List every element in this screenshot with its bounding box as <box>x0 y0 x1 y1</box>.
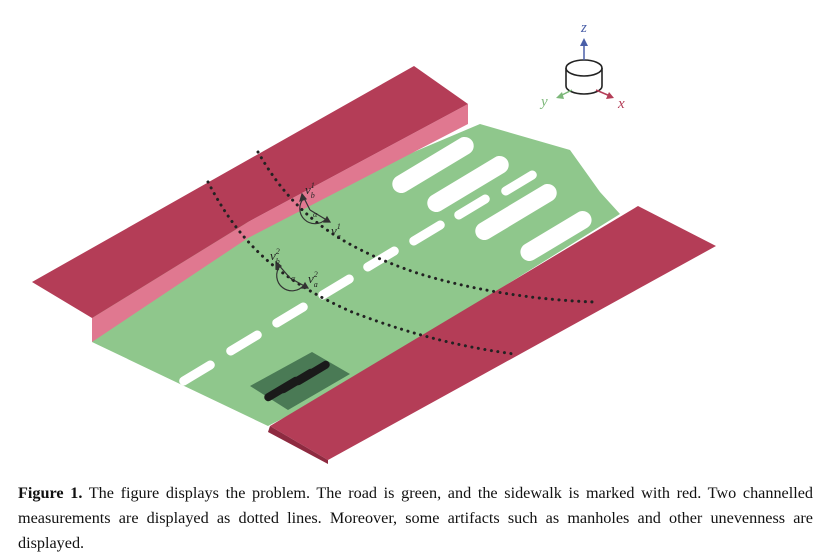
bottom-sidewalk-edge <box>268 426 328 464</box>
figure-caption: Figure 1. The figure displays the proble… <box>18 481 813 556</box>
label-angle-2: α <box>291 274 296 283</box>
crosswalk-stripe <box>475 183 557 241</box>
measurement-line-2 <box>206 180 516 356</box>
crosswalk-stripe <box>427 155 509 213</box>
crosswalk-stripe <box>392 136 474 194</box>
lane-dash <box>409 220 445 246</box>
vectors-2 <box>275 260 310 292</box>
crosswalk-stripe <box>520 211 592 261</box>
y-axis-label: y <box>539 94 548 110</box>
label-angle-1: α <box>313 210 318 219</box>
vectors-1 <box>299 192 332 225</box>
manhole <box>250 352 350 410</box>
top-sidewalk <box>32 66 468 318</box>
y-axis-arrowhead <box>556 92 564 99</box>
manhole-slot <box>294 360 330 386</box>
angle-arc-1 <box>299 197 327 225</box>
measurement-lines <box>206 150 596 356</box>
z-axis-arrowhead <box>580 38 588 46</box>
label-vb2: vb2 <box>270 247 280 266</box>
lane-dash <box>501 170 537 196</box>
bottom-sidewalk <box>270 206 716 460</box>
x-axis-label: x <box>617 96 625 112</box>
label-vb1: vb1 <box>305 181 315 200</box>
coordinate-system: z x y <box>539 20 625 112</box>
arrowhead <box>275 260 283 271</box>
lane-dash <box>454 194 490 220</box>
arrowhead <box>299 192 308 202</box>
caption-label: Figure 1. <box>18 484 83 502</box>
x-axis-arrowhead <box>606 92 614 99</box>
road-figure: vb1 va1 vb2 va2 α α z x y <box>32 20 716 464</box>
arrowhead <box>300 281 310 289</box>
z-axis-label: z <box>580 20 587 36</box>
label-va2: va2 <box>308 270 318 289</box>
lane-dash <box>179 360 215 386</box>
x-axis-arrow <box>595 89 611 97</box>
crosswalk <box>392 136 592 261</box>
lane-dash <box>272 302 308 328</box>
sensor-cylinder-icon <box>565 59 603 95</box>
angle-arc-2 <box>276 265 305 292</box>
label-va1: va1 <box>331 222 341 241</box>
lane-dash <box>318 274 354 300</box>
lane-dash <box>226 330 262 356</box>
measurement-line-1 <box>256 150 596 304</box>
top-sidewalk-curb <box>92 104 468 342</box>
caption-text: The figure displays the problem. The roa… <box>18 484 813 552</box>
arrowhead <box>322 215 332 223</box>
